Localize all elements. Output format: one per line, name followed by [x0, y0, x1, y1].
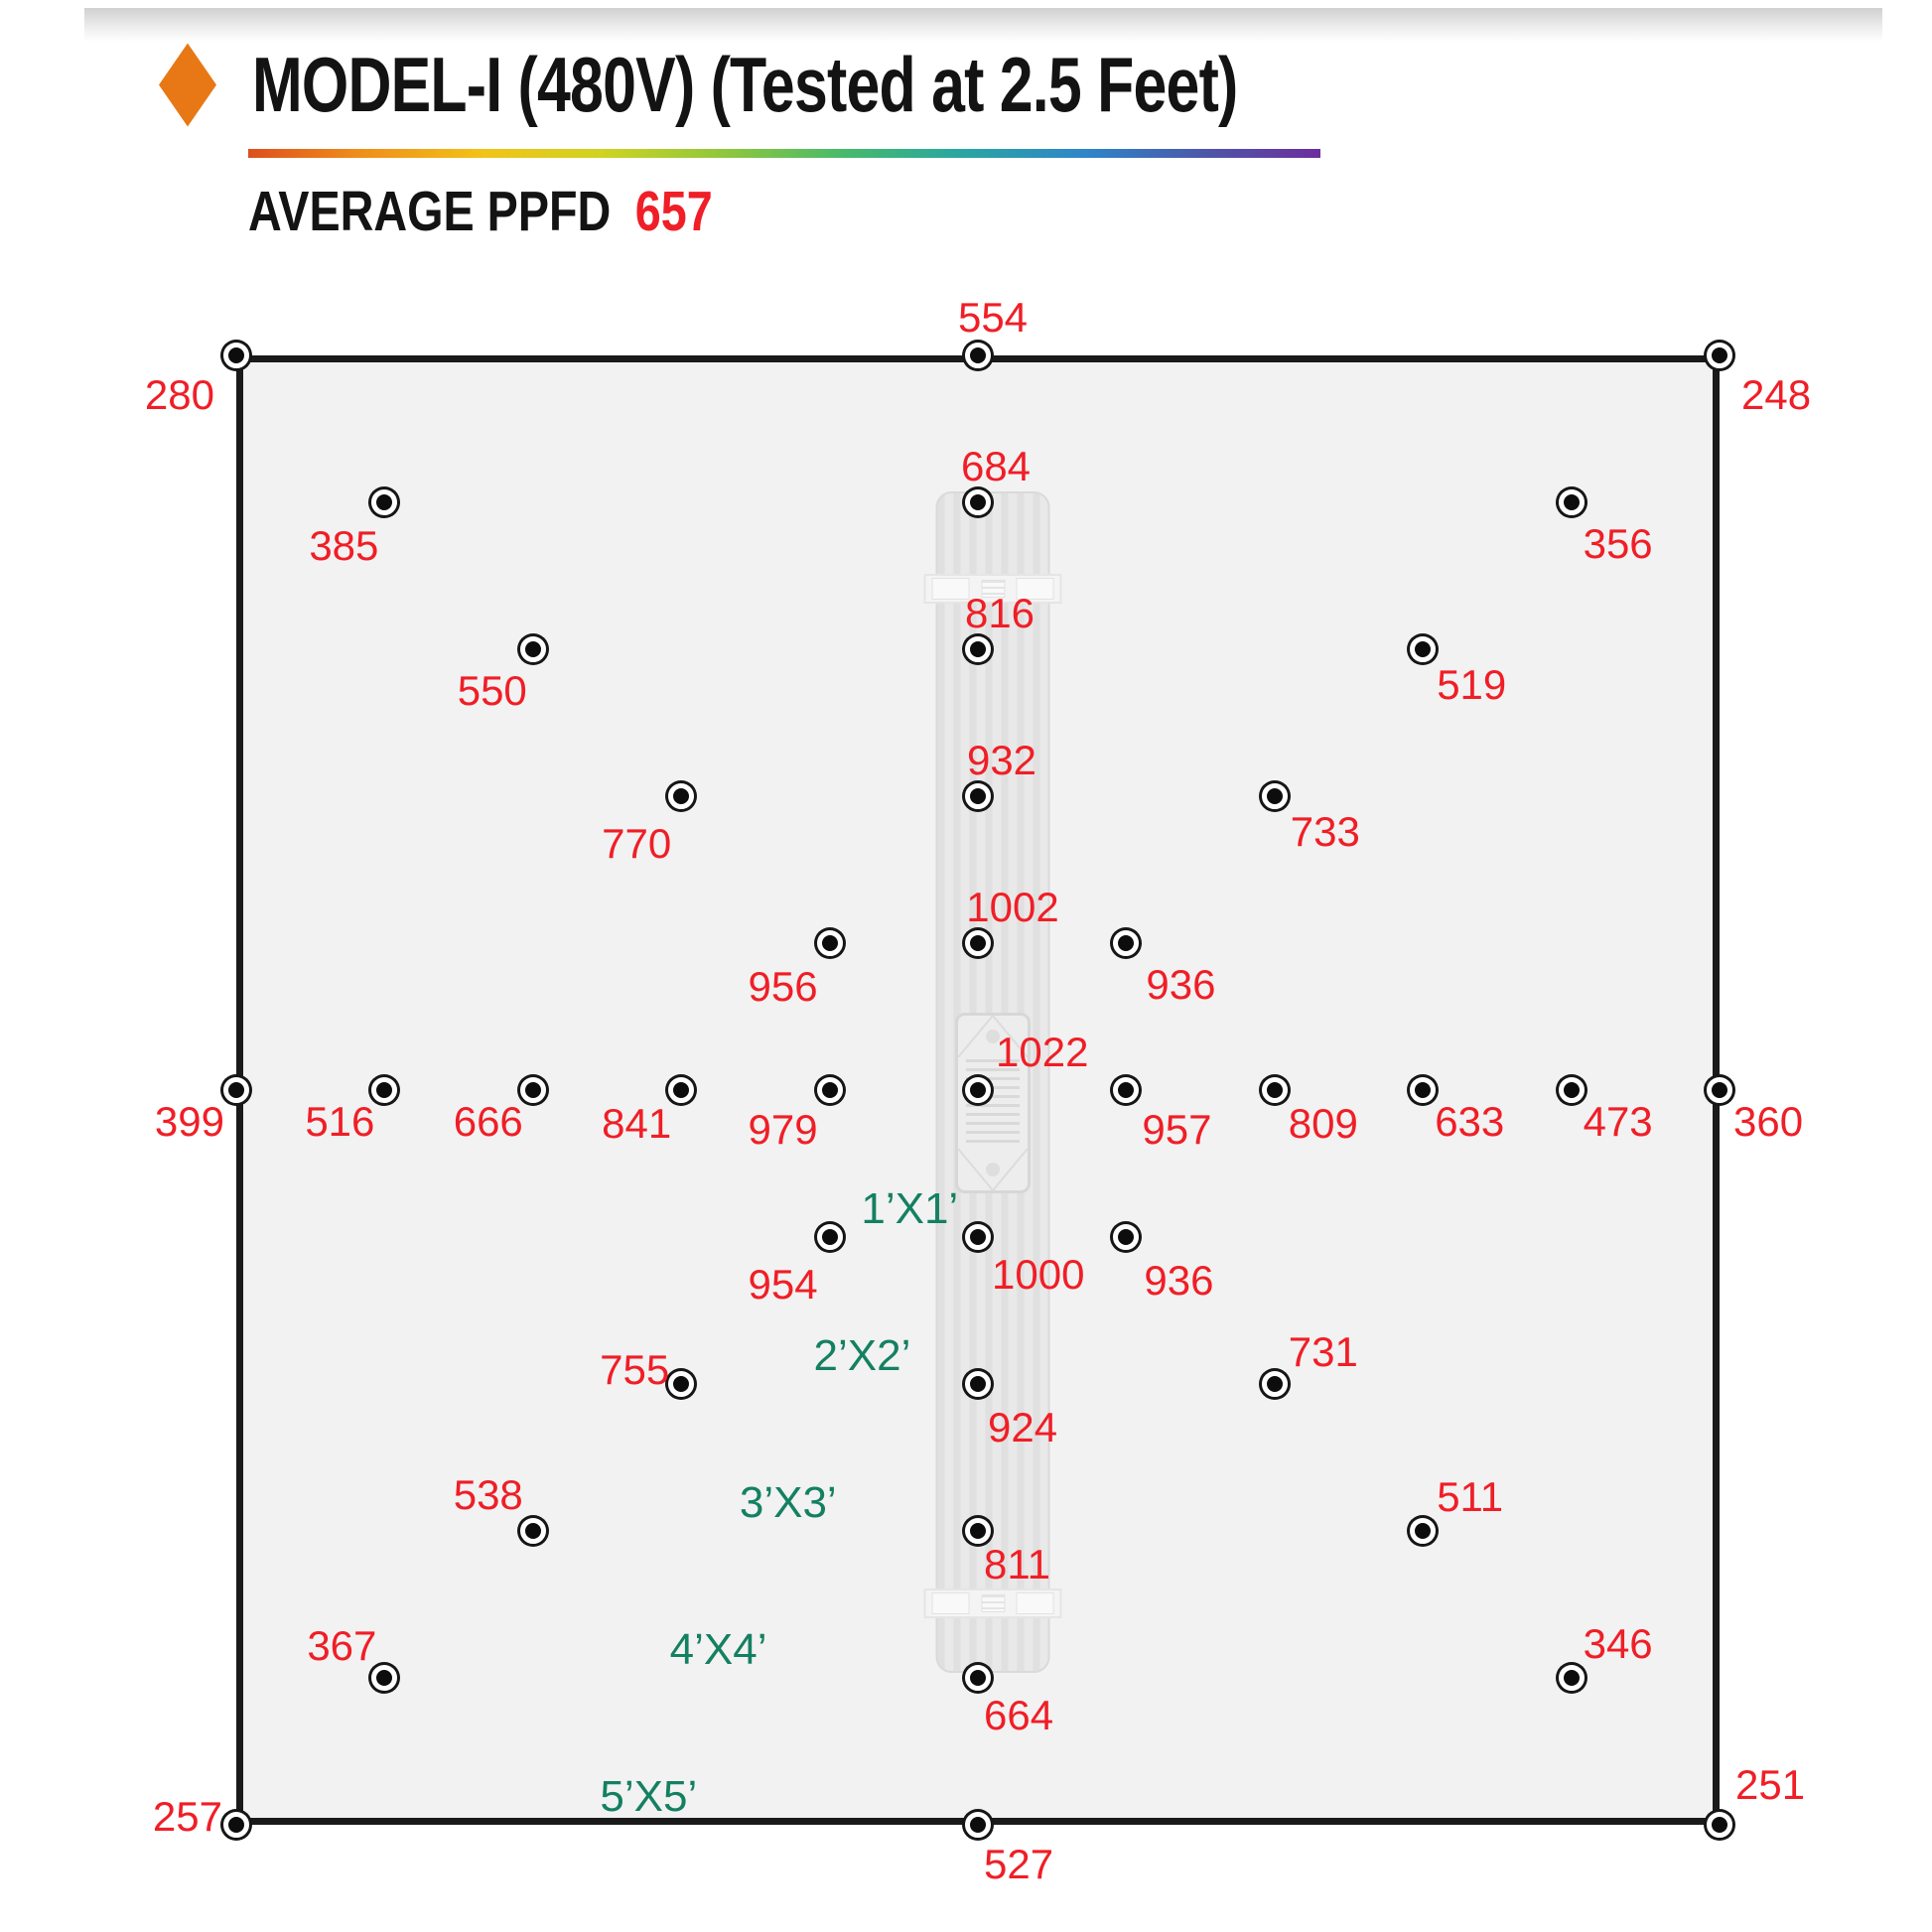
- ppfd-value-label: 251: [1735, 1760, 1806, 1808]
- rainbow-divider: [248, 149, 1320, 158]
- measurement-point: [965, 636, 991, 662]
- measurement-point: [223, 343, 249, 368]
- ppfd-value-label: 979: [748, 1106, 818, 1153]
- measurement-point: [1410, 636, 1437, 662]
- measurement-point: [371, 1077, 398, 1103]
- ppfd-value-label: 770: [602, 820, 672, 867]
- measurement-point: [1113, 1077, 1140, 1103]
- ppfd-value-label: 932: [966, 736, 1037, 783]
- measurement-point: [371, 1665, 398, 1691]
- measurement-point: [1707, 1812, 1732, 1838]
- measurement-point: [1261, 1371, 1288, 1397]
- measurement-point-center: [965, 1077, 991, 1103]
- page-title: MODEL-I (480V) (Tested at 2.5 Feet): [252, 41, 1238, 128]
- measurement-point: [519, 636, 546, 662]
- average-ppfd-value: 657: [634, 180, 713, 243]
- measurement-point: [965, 930, 991, 956]
- measurement-point: [1113, 1224, 1140, 1250]
- measurement-point: [965, 1224, 991, 1250]
- measurement-point: [1558, 1077, 1585, 1103]
- ring-size-label: 3’X3’: [739, 1478, 837, 1527]
- measurement-point: [1261, 783, 1288, 809]
- header: MODEL-I (480V) (Tested at 2.5 Feet): [159, 40, 1516, 130]
- ppfd-value-label: 280: [144, 371, 214, 418]
- page-top-edge-strip: [84, 8, 1882, 42]
- ppfd-value-label: 360: [1733, 1098, 1804, 1145]
- measurement-point: [668, 783, 695, 809]
- ppfd-value-label: 755: [600, 1345, 670, 1393]
- measurement-point: [1707, 343, 1732, 368]
- ppfd-value-label: 385: [309, 522, 379, 569]
- ppfd-distribution-diagram: 956 1002 936 979 957 954 1000 936 1’X1’ 770 932 733…: [145, 295, 1811, 1885]
- ppfd-value-label: 346: [1583, 1619, 1653, 1667]
- ppfd-value-label: 511: [1437, 1472, 1504, 1520]
- ppfd-value-label: 936: [1144, 1257, 1214, 1304]
- measurement-point: [965, 1665, 991, 1691]
- ppfd-value-label: 1002: [966, 883, 1059, 930]
- ppfd-value-label: 633: [1435, 1098, 1505, 1145]
- ppfd-value-label: 664: [984, 1692, 1054, 1738]
- ppfd-value-label: 936: [1146, 961, 1216, 1008]
- ppfd-value-label: 731: [1288, 1327, 1358, 1375]
- ppfd-value-label: 666: [453, 1098, 523, 1145]
- ppfd-value-label: 248: [1741, 371, 1812, 418]
- measurement-point: [816, 1077, 843, 1103]
- ppfd-value-label: 550: [457, 667, 527, 714]
- average-ppfd-line: AVERAGE PPFD 657: [248, 179, 713, 244]
- ppfd-value-label: 519: [1437, 661, 1507, 708]
- average-ppfd-label: AVERAGE PPFD: [248, 180, 612, 243]
- ppfd-value-label: 816: [964, 589, 1035, 636]
- ring-size-label: 1’X1’: [861, 1184, 959, 1233]
- ppfd-value-label: 809: [1288, 1100, 1358, 1147]
- measurement-point: [965, 1812, 991, 1838]
- ppfd-value-label: 684: [960, 442, 1032, 489]
- ppfd-value-label: 399: [154, 1098, 224, 1145]
- measurement-point: [1261, 1077, 1288, 1103]
- measurement-point: [223, 1077, 249, 1103]
- diamond-bullet-icon: [159, 43, 216, 127]
- measurement-point: [668, 1371, 695, 1397]
- measurement-point: [223, 1812, 249, 1838]
- ppfd-value-label: 733: [1290, 808, 1360, 855]
- ppfd-value-label: 924: [988, 1404, 1058, 1450]
- measurement-point: [1410, 1518, 1437, 1544]
- ring-size-label: 4’X4’: [669, 1625, 767, 1674]
- ppfd-value-label: 527: [984, 1841, 1054, 1887]
- ppfd-value-label: 257: [152, 1792, 222, 1840]
- measurement-point: [1558, 489, 1585, 515]
- measurement-point: [1558, 1665, 1585, 1691]
- ring-size-label: 5’X5’: [600, 1772, 698, 1821]
- ppfd-value-label: 356: [1583, 520, 1653, 567]
- ppfd-value-label: 957: [1142, 1106, 1212, 1153]
- measurement-point: [371, 489, 398, 515]
- ppfd-value-label: 554: [957, 293, 1029, 341]
- measurement-point: [519, 1518, 546, 1544]
- ppfd-value-label: 1000: [992, 1251, 1085, 1298]
- ppfd-value-label: 516: [305, 1098, 375, 1145]
- measurement-point: [965, 489, 991, 515]
- measurement-point: [816, 1224, 843, 1250]
- ppfd-value-label: 954: [748, 1261, 818, 1308]
- measurement-point: [519, 1077, 546, 1103]
- ppfd-value-label: 841: [602, 1100, 672, 1147]
- ppfd-value-label: 1022: [996, 1028, 1089, 1075]
- measurement-point: [668, 1077, 695, 1103]
- measurement-point: [965, 343, 991, 368]
- measurement-point: [1707, 1077, 1732, 1103]
- measurement-point: [965, 1371, 991, 1397]
- ppfd-value-label: 367: [307, 1621, 377, 1669]
- ring-size-label: 2’X2’: [813, 1331, 911, 1380]
- measurement-point: [1410, 1077, 1437, 1103]
- ppfd-value-label: 811: [984, 1541, 1050, 1587]
- measurement-point: [965, 783, 991, 809]
- ppfd-value-label: 473: [1583, 1098, 1653, 1145]
- ppfd-value-label: 956: [748, 963, 818, 1010]
- measurement-point: [1113, 930, 1140, 956]
- measurement-point: [816, 930, 843, 956]
- ppfd-value-label: 538: [453, 1470, 523, 1518]
